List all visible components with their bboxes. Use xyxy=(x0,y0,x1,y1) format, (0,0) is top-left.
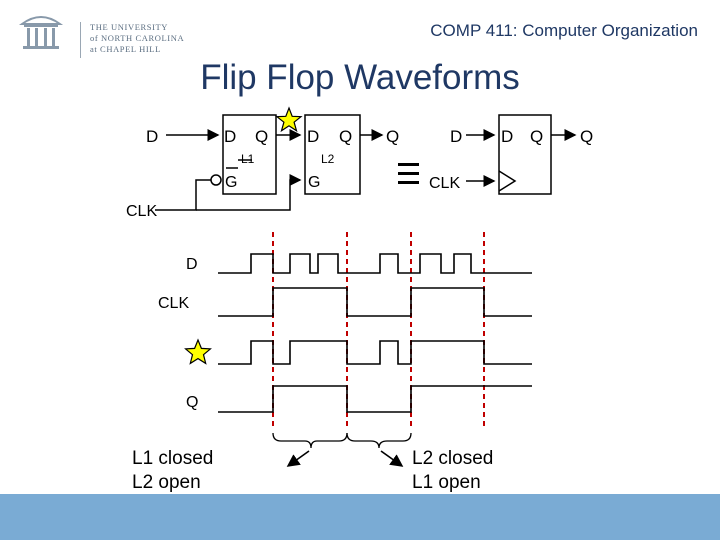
logo-line-2: of NORTH CAROLINA xyxy=(90,33,185,43)
clk-waveform xyxy=(218,287,532,317)
footer-bar xyxy=(0,494,720,540)
star-icon xyxy=(275,106,303,133)
star-node-waveform xyxy=(218,340,532,365)
arrow-to-right-note xyxy=(380,450,404,467)
brace-phase-1 xyxy=(272,432,348,449)
master-slave-circuit xyxy=(155,114,384,211)
star-icon xyxy=(184,338,212,365)
wave-label-clk: CLK xyxy=(158,295,189,312)
l1-name-label: L1 xyxy=(241,152,255,166)
l2-g-label: G xyxy=(308,174,320,191)
latch-l2 xyxy=(304,114,361,195)
edge-trigger-symbol xyxy=(498,170,517,192)
clk-to-l2-wire xyxy=(196,174,302,211)
circuit-d-input-label: D xyxy=(146,127,158,146)
l2-name-label: L2 xyxy=(321,152,335,166)
old-well-icon xyxy=(18,16,64,49)
q-waveform xyxy=(218,385,532,413)
logo-line-1: THE UNIVERSITY xyxy=(90,22,169,32)
university-logo: THE UNIVERSITY of NORTH CAROLINA at CHAP… xyxy=(18,10,198,58)
course-title: COMP 411: Computer Organization xyxy=(430,21,698,40)
l1-q-label: Q xyxy=(255,127,268,146)
clk-to-l1-wire xyxy=(155,179,211,211)
wave-label-d: D xyxy=(186,256,198,273)
right-phase-note: L2 closed L1 open xyxy=(412,447,493,495)
brace-phase-2 xyxy=(346,432,412,449)
d-waveform xyxy=(218,253,532,274)
edge-triggered-flip-flop xyxy=(466,114,577,195)
inverter-bubble xyxy=(210,174,222,186)
flip-flop-box xyxy=(498,114,552,195)
l1-g-label: G xyxy=(225,174,237,191)
l2-q-label: Q xyxy=(339,127,352,146)
right-note-line-2: L1 open xyxy=(412,472,481,493)
circuit-q-output-label: Q xyxy=(386,127,399,146)
equivalence-icon xyxy=(398,163,419,184)
ff-q-label: Q xyxy=(530,127,543,146)
arrow-to-left-note xyxy=(286,450,310,467)
ff-output-label: Q xyxy=(580,127,593,146)
l2-d-label: D xyxy=(307,127,319,146)
ff-clk-label: CLK xyxy=(429,175,460,192)
slide-title: Flip Flop Waveforms xyxy=(200,58,520,97)
logo-divider xyxy=(80,22,81,58)
ff-d-label: D xyxy=(501,127,513,146)
wave-label-q: Q xyxy=(186,394,198,411)
logo-line-3: at CHAPEL HILL xyxy=(90,44,161,54)
left-note-line-1: L1 closed xyxy=(132,448,214,469)
clock-edge-markers xyxy=(272,232,485,428)
ff-input-label: D xyxy=(450,127,462,146)
logo-wordmark: THE UNIVERSITY of NORTH CAROLINA at CHAP… xyxy=(90,22,184,55)
circuit-clk-label: CLK xyxy=(126,203,157,220)
left-note-line-2: L2 open xyxy=(132,472,201,493)
phase-braces xyxy=(272,432,412,449)
right-note-line-1: L2 closed xyxy=(412,448,494,469)
l1-d-label: D xyxy=(224,127,236,146)
left-phase-note: L1 closed L2 open xyxy=(132,447,213,495)
latch-l1 xyxy=(222,114,277,195)
